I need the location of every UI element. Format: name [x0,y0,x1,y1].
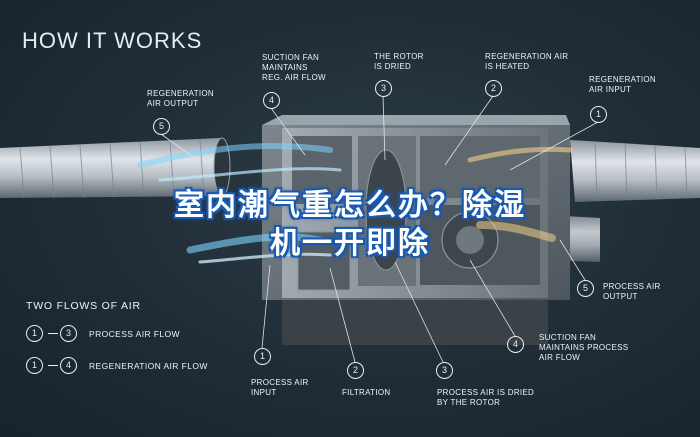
callout-number: 3 [436,362,453,379]
legend-label: REGENERATION AIR FLOW [89,361,208,371]
callout-label: SUCTION FAN MAINTAINS REG. AIR FLOW [262,53,326,82]
callout-label: FILTRATION [342,388,391,397]
legend-label: PROCESS AIR FLOW [89,329,180,339]
legend-dash [48,333,58,335]
callout-number: 4 [507,336,524,353]
legend-to-number: 4 [60,357,77,374]
callout-number: 3 [375,80,392,97]
warm-air-flow [467,146,573,242]
callout-label: REGENERATION AIR IS HEATED [485,52,569,71]
legend-to-number: 3 [60,325,77,342]
callout-label: SUCTION FAN MAINTAINS PROCESS AIR FLOW [539,333,629,362]
overlay-headline-line2: 机一开即除 [270,226,430,261]
left-duct [0,137,231,199]
callout-number: 1 [590,106,607,123]
callout-label: PROCESS AIR INPUT [251,378,309,397]
callout-number: 2 [485,80,502,97]
callout-number: 5 [577,280,594,297]
callout-number: 2 [347,362,364,379]
page-title: HOW IT WORKS [22,28,203,53]
legend-title: TWO FLOWS OF AIR [26,300,141,312]
cold-air-flow [137,142,342,264]
callout-label: REGENERATION AIR INPUT [589,75,657,94]
callout-label: PROCESS AIR IS DRIED BY THE ROTOR [437,388,535,407]
legend-from-number: 1 [26,325,43,342]
callout-leaders-top [160,95,599,171]
unit-housing [262,115,570,345]
callout-leaders-bottom [261,239,586,363]
right-duct [570,140,700,202]
legend-from-number: 1 [26,357,43,374]
callout-label: REGENERATION AIR OUTPUT [147,89,215,108]
callout-number: 4 [263,92,280,109]
callout-label: PROCESS AIR OUTPUT [603,282,661,301]
overlay-headline-line1: 室内潮气重怎么办？除湿 [174,188,526,223]
callout-number: 5 [153,118,170,135]
callout-label: THE ROTOR IS DRIED [374,52,424,71]
callout-number: 1 [254,348,271,365]
legend-dash [48,365,58,367]
